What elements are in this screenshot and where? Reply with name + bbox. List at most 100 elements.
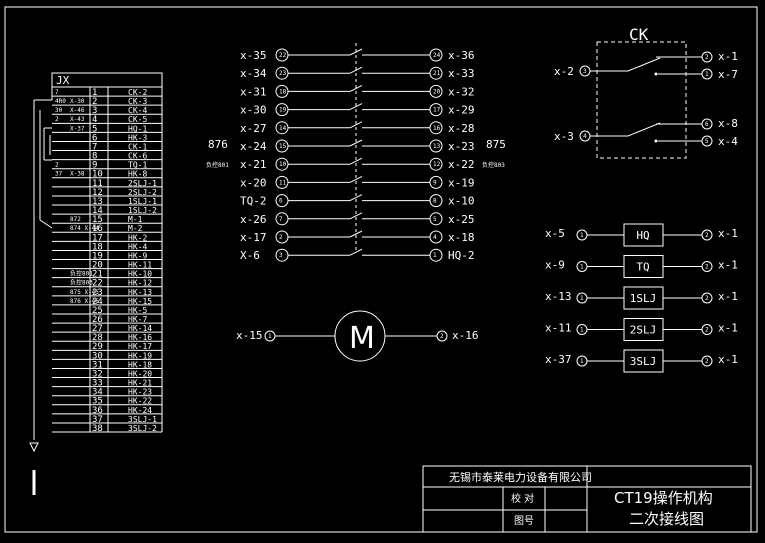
terminal-right-label: 1SLJ-1: [128, 197, 157, 206]
terminal-left-label: 负控801: [70, 270, 93, 278]
hk-right-label: x-10: [448, 195, 475, 208]
terminal-left-label: 875 X-45: [70, 289, 99, 296]
terminal-right-label: HK-3: [128, 133, 147, 142]
hk-side-left-bottom: 负控801: [206, 161, 229, 169]
terminal-number: 29: [92, 342, 103, 352]
terminal-number: 36: [92, 406, 103, 416]
hk-side-left-top: 876: [208, 138, 228, 151]
terminal-left-label: X-46: [70, 107, 85, 114]
svg-text:x-2: x-2: [554, 65, 574, 78]
svg-text:1: 1: [580, 264, 584, 271]
terminal-right-label: HK-17: [128, 342, 152, 351]
drawing-subtitle: 二次接线图: [629, 510, 704, 528]
coil-left-label: x-37: [545, 353, 572, 366]
terminal-right-label: HK-5: [128, 306, 147, 315]
ck-dashed-box: [596, 41, 687, 159]
terminal-number: 10: [92, 170, 103, 180]
hk-left-label: x-27: [240, 122, 267, 135]
svg-text:x-1: x-1: [718, 50, 738, 63]
terminal-number: 13: [92, 197, 103, 207]
terminal-left-label: 874 X-44: [70, 225, 99, 232]
terminal-number: 34: [92, 388, 103, 398]
coil-right-label: x-1: [718, 259, 738, 272]
terminal-right-label: CK-3: [128, 97, 147, 106]
hk-left-number: 23: [279, 70, 287, 77]
drawing-title: CT19操作机构: [614, 489, 713, 507]
svg-text:1: 1: [580, 327, 584, 334]
terminal-left-label: 负控803: [70, 279, 93, 287]
hk-right-number: 5: [433, 216, 437, 223]
terminal-prefix: 2: [55, 162, 59, 169]
terminal-right-label: 2SLJ-2: [128, 188, 157, 197]
coil-name: 2SLJ: [630, 324, 657, 337]
terminal-right-label: CK-5: [128, 115, 147, 124]
terminal-right-label: CK-6: [128, 152, 147, 161]
hk-left-label: x-26: [240, 213, 267, 226]
coil-name: 3SLJ: [630, 355, 657, 368]
hk-left-label: x-34: [240, 67, 267, 80]
terminal-number: 31: [92, 360, 103, 370]
terminal-right-label: HK-4: [128, 242, 147, 251]
hk-left-number: 3: [279, 252, 283, 259]
hk-left-label: x-20: [240, 176, 267, 189]
hk-left-number: 19: [279, 107, 287, 114]
hk-left-number: 14: [279, 125, 287, 132]
terminal-number: 9: [92, 161, 97, 171]
hk-right-label: x-36: [448, 49, 475, 62]
hk-left-number: 15: [279, 143, 287, 150]
hk-left-label: x-30: [240, 104, 267, 117]
hk-left-label: x-24: [240, 140, 267, 153]
svg-text:4: 4: [583, 133, 587, 140]
terminal-block-header: [51, 72, 163, 88]
coil-left-label: x-13: [545, 290, 572, 303]
hk-right-number: 9: [433, 179, 437, 186]
hk-left-label: X-6: [240, 249, 260, 262]
terminal-number: 2: [92, 97, 97, 107]
check-label: 校 对: [511, 492, 534, 505]
hk-right-number: 16: [433, 125, 441, 132]
motor-right-label: x-16: [452, 329, 479, 342]
svg-text:x-4: x-4: [718, 135, 738, 148]
hk-right-label: x-22: [448, 158, 475, 171]
coil-name: TQ: [636, 261, 649, 274]
terminal-block-title: JX: [56, 74, 70, 87]
terminal-right-label: HK-15: [128, 297, 152, 306]
hk-right-number: 4: [433, 234, 437, 241]
company-name: 无锡市泰莱电力设备有限公司: [449, 470, 592, 484]
terminal-right-label: HK-20: [128, 369, 152, 378]
terminal-number: 4: [92, 115, 97, 125]
coil-left-label: x-11: [545, 322, 572, 335]
terminal-number: 3: [92, 106, 97, 116]
hk-right-label: x-25: [448, 213, 475, 226]
svg-text:1: 1: [580, 232, 584, 239]
svg-text:x-3: x-3: [554, 130, 574, 143]
svg-text:2: 2: [705, 232, 709, 239]
terminal-left-label: X-37: [70, 125, 85, 132]
terminal-prefix: 2: [55, 116, 59, 123]
hk-left-number: 10: [279, 161, 287, 168]
terminal-right-label: HK-14: [128, 324, 152, 333]
coil-right-label: x-1: [718, 290, 738, 303]
svg-text:2: 2: [705, 54, 709, 61]
coil-right-label: x-1: [718, 353, 738, 366]
svg-text:5: 5: [705, 138, 709, 145]
hk-left-number: 6: [279, 198, 283, 205]
terminal-number: 24: [92, 297, 103, 307]
terminal-right-label: HK-13: [128, 288, 152, 297]
terminal-number: 27: [92, 324, 103, 334]
terminal-number: 16: [92, 224, 103, 234]
hk-left-number: 18: [279, 88, 287, 95]
svg-text:2: 2: [705, 264, 709, 271]
svg-text:2: 2: [705, 295, 709, 302]
coil-name: HQ: [636, 229, 649, 242]
hk-right-label: x-33: [448, 67, 475, 80]
svg-text:x-7: x-7: [718, 68, 738, 81]
title-block: 无锡市泰莱电力设备有限公司 校 对 图号 CT19操作机构 二次接线图: [422, 465, 752, 533]
hk-right-number: 20: [433, 88, 441, 95]
terminal-left-label: X-30: [70, 98, 85, 105]
drawing-frame: [4, 6, 758, 533]
terminal-number: 28: [92, 333, 103, 343]
hk-left-label: TQ-2: [240, 195, 267, 208]
terminal-prefix: 7: [55, 89, 59, 96]
